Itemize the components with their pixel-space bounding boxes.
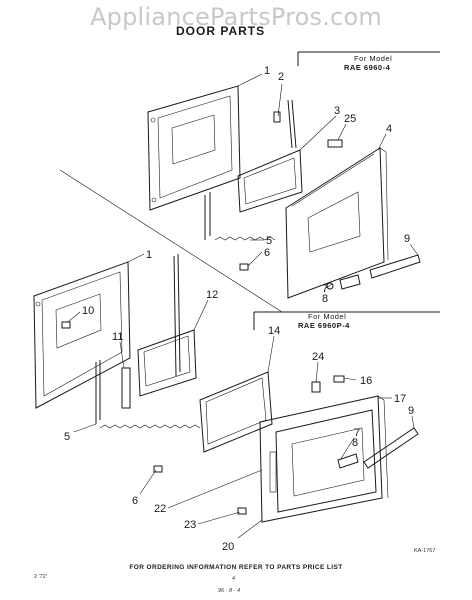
callout-8-top: 8 xyxy=(322,293,328,305)
callout-labels: 1 2 3 25 4 5 6 9 7 8 1 10 12 11 14 24 16… xyxy=(64,65,414,553)
callout-11: 11 xyxy=(112,331,123,343)
diagram-title: DOOR PARTS xyxy=(176,24,266,38)
callout-22: 22 xyxy=(154,503,166,515)
bottom-door-handle xyxy=(337,427,419,469)
callout-2: 2 xyxy=(278,71,284,83)
callout-17: 17 xyxy=(394,393,406,405)
date-code: 96 · 8 · 4 xyxy=(218,588,241,594)
top-outer-door xyxy=(285,147,389,299)
model-label-bottom: For Model RAE 6960P-4 xyxy=(298,312,350,330)
model-top-line2: RAE 6960-4 xyxy=(344,63,391,72)
bottom-outer-door xyxy=(259,395,389,523)
watermark-text: AppliancePartsPros.com xyxy=(90,3,382,31)
callout-1-bottom: 1 xyxy=(146,249,152,261)
callout-5-top: 5 xyxy=(266,235,272,247)
callout-16: 16 xyxy=(360,375,372,387)
callout-20: 20 xyxy=(222,541,234,553)
model-bottom-line2: RAE 6960P-4 xyxy=(298,321,350,330)
ordering-info-footer: FOR ORDERING INFORMATION REFER TO PARTS … xyxy=(129,564,343,571)
bottom-hinge-spring xyxy=(95,253,201,429)
callout-25: 25 xyxy=(344,113,356,125)
callout-6-bottom: 6 xyxy=(132,495,138,507)
model-label-top: For Model RAE 6960-4 xyxy=(344,54,392,72)
model-bottom-line1: For Model xyxy=(308,312,347,321)
callout-1-top: 1 xyxy=(264,65,270,77)
callout-3: 3 xyxy=(334,105,340,117)
bottom-small-parts xyxy=(61,321,345,515)
bottom-leader-lines xyxy=(67,253,415,539)
top-door-glass xyxy=(237,149,303,213)
top-leader-lines xyxy=(237,73,419,289)
model-top-line1: For Model xyxy=(354,54,393,63)
model-divider-lines xyxy=(59,51,440,330)
top-hinge-spring xyxy=(204,192,276,241)
top-inner-door-panel xyxy=(147,85,241,211)
callout-7-bottom: 7 xyxy=(354,427,360,439)
callout-10: 10 xyxy=(82,305,94,317)
top-vent-pieces xyxy=(239,99,343,271)
callout-7-top: 7 xyxy=(322,283,328,295)
callout-12: 12 xyxy=(206,289,218,301)
left-code: 2 '72' xyxy=(34,574,47,580)
drawing-code: KA-1767 xyxy=(414,548,436,554)
page-number: 4 xyxy=(232,576,236,582)
callout-8-bottom: 8 xyxy=(352,437,358,449)
top-door-handle xyxy=(326,254,421,290)
callout-9-top: 9 xyxy=(404,233,410,245)
callout-6-top: 6 xyxy=(264,247,270,259)
callout-24: 24 xyxy=(312,351,324,363)
callout-4: 4 xyxy=(386,123,392,135)
callout-9-bottom: 9 xyxy=(408,405,414,417)
callout-5-bottom: 5 xyxy=(64,431,70,443)
callout-23: 23 xyxy=(184,519,196,531)
bottom-door-glass xyxy=(121,329,197,409)
bottom-inner-door-panel xyxy=(33,261,131,409)
bottom-door-gasket xyxy=(199,371,273,453)
callout-14: 14 xyxy=(268,325,280,337)
